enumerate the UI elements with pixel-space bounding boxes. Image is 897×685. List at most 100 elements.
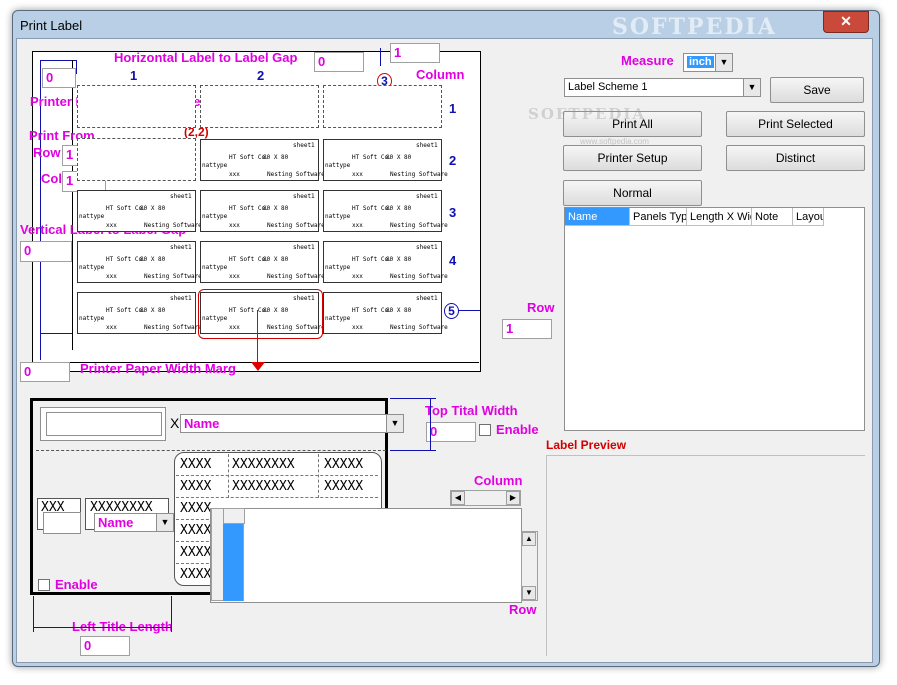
label-text-sheet: sheet1 xyxy=(416,295,438,302)
chevron-down-icon[interactable]: ▼ xyxy=(715,54,732,71)
label-text-sheet: sheet1 xyxy=(293,193,315,200)
top-margin-input[interactable]: 1 xyxy=(390,43,440,63)
top-title-inner[interactable] xyxy=(46,412,162,436)
label-text-xxx: xxx xyxy=(229,324,240,331)
top-title-guide xyxy=(390,450,436,451)
margin-line xyxy=(40,60,41,360)
label-text-xxx: xxx xyxy=(352,222,363,229)
row-right-input[interactable]: 1 xyxy=(502,319,552,339)
scroll-right-icon[interactable]: ▶ xyxy=(506,491,520,505)
left-enable-checkbox[interactable] xyxy=(38,579,50,591)
chevron-down-icon[interactable]: ▼ xyxy=(156,514,173,531)
column-scrollbar[interactable] xyxy=(450,490,521,506)
label-text-type: nattype xyxy=(325,213,351,220)
label-slot[interactable] xyxy=(323,85,442,128)
paper-width-label: Printer Paper Width Marg xyxy=(80,361,236,376)
top-enable-label: Enable xyxy=(496,422,539,437)
v-gap-input[interactable]: 0 xyxy=(20,241,72,262)
scroll-thumb[interactable] xyxy=(223,524,243,601)
window-title: Print Label xyxy=(20,18,83,33)
top-title-label: Top Tital Width xyxy=(425,403,518,418)
label-text-size: 80 X 80 xyxy=(140,205,166,212)
scroll-up-icon[interactable]: ▲ xyxy=(522,532,536,546)
label-text-type: nattype xyxy=(202,264,228,271)
label-text-sheet: sheet1 xyxy=(170,193,192,200)
label-text-sheet: sheet1 xyxy=(170,244,192,251)
label-text-size: 80 X 80 xyxy=(140,307,166,314)
x-mark: X xyxy=(170,415,180,431)
top-name-combo[interactable]: Name ▼ xyxy=(180,414,404,433)
chevron-down-icon[interactable]: ▼ xyxy=(386,415,403,432)
measure-combo[interactable]: inch ▼ xyxy=(683,53,733,72)
scheme-combo[interactable]: Label Scheme 1 ▼ xyxy=(564,78,761,97)
col-header-length[interactable]: Length X Wid xyxy=(687,208,752,226)
normal-button[interactable]: Normal xyxy=(563,180,702,206)
label-slot[interactable] xyxy=(77,138,196,181)
left-title-input[interactable]: 0 xyxy=(80,636,130,656)
margin-line xyxy=(72,60,73,350)
top-title-input[interactable]: 0 xyxy=(426,422,476,442)
design-column-label: Column xyxy=(474,473,523,488)
label-text-sheet: sheet1 xyxy=(416,193,438,200)
column-label: Column xyxy=(416,67,465,82)
watermark-url: www.softpedia.com xyxy=(580,137,649,146)
left-enable-label: Enable xyxy=(55,577,98,592)
col-number: 1 xyxy=(130,68,138,83)
save-button[interactable]: Save xyxy=(770,77,864,103)
print-from-coord: (2,2) xyxy=(184,125,209,139)
left-title-guide xyxy=(171,596,172,632)
h-gap-input[interactable]: 0 xyxy=(314,52,364,72)
print-all-button[interactable]: Print All xyxy=(563,111,702,137)
label-preview-area xyxy=(546,455,865,656)
left-name-combo[interactable]: Name ▼ xyxy=(94,513,174,532)
label-text-size: 80 X 80 xyxy=(386,205,412,212)
label-text-company: HT Soft Co. xyxy=(352,307,392,314)
row-number: 2 xyxy=(449,153,457,168)
scheme-table[interactable]: Name Panels Typ Length X Wid Note Layou xyxy=(564,207,865,431)
close-button[interactable]: ✕ xyxy=(823,11,869,33)
label-text-xxx: xxx xyxy=(229,222,240,229)
col-header-note[interactable]: Note xyxy=(752,208,793,226)
label-text-company: HT Soft Co. xyxy=(229,205,269,212)
left-margin-input[interactable]: 0 xyxy=(42,68,76,88)
printer-setup-button[interactable]: Printer Setup xyxy=(563,145,702,171)
design-cell: XXXXXXXX xyxy=(232,479,295,494)
label-slot[interactable] xyxy=(77,85,196,128)
top-name-value: Name xyxy=(184,416,220,431)
paper-width-input[interactable]: 0 xyxy=(20,362,70,382)
col-label: Col xyxy=(41,171,62,186)
chevron-down-icon[interactable]: ▼ xyxy=(743,79,760,96)
col-header-panels[interactable]: Panels Typ xyxy=(630,208,687,226)
left-input[interactable] xyxy=(43,512,81,534)
design-row-label: Row xyxy=(509,602,537,617)
row-scrollbar[interactable] xyxy=(521,531,538,601)
label-slot[interactable] xyxy=(200,85,319,128)
col-header-layout[interactable]: Layou xyxy=(793,208,824,226)
design-cell: XXXX xyxy=(180,545,212,560)
label-text-type: nattype xyxy=(202,162,228,169)
print-selected-button[interactable]: Print Selected xyxy=(726,111,865,137)
label-text-software: Nesting Software xyxy=(267,273,325,280)
distinct-button[interactable]: Distinct xyxy=(726,145,865,171)
col-header-name[interactable]: Name xyxy=(565,208,630,226)
row-arrow xyxy=(458,310,480,311)
label-text-sheet: sheet1 xyxy=(293,244,315,251)
label-text-sheet: sheet1 xyxy=(293,295,315,302)
scroll-down-icon[interactable]: ▼ xyxy=(522,586,536,600)
scroll-left-icon[interactable]: ◀ xyxy=(451,491,465,505)
left-name-value: Name xyxy=(98,515,134,530)
label-text-software: Nesting Software xyxy=(144,222,202,229)
label-text-type: nattype xyxy=(325,162,351,169)
top-enable-checkbox[interactable] xyxy=(479,424,491,436)
